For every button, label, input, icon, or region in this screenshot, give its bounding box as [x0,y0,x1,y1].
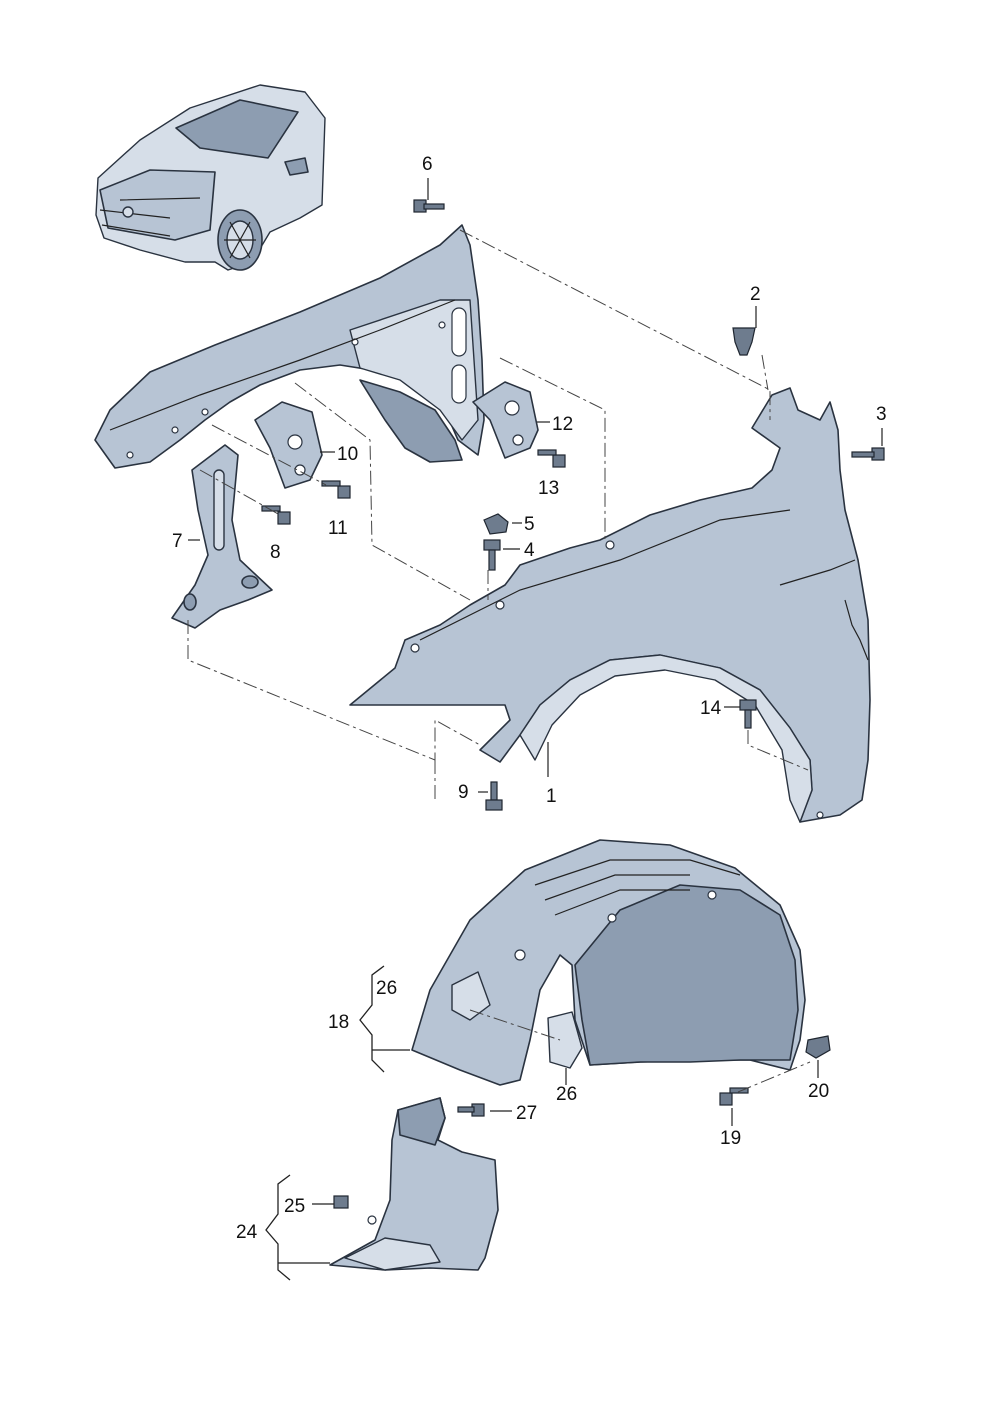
bolt-9 [485,781,503,811]
label-25: 25 [284,1196,305,1217]
bolt-14 [739,699,757,729]
label-4: 4 [524,540,535,561]
fasteners [261,199,885,1209]
bolt-8 [261,505,291,525]
bolt-4 [483,539,501,571]
bolt-13 [537,449,566,468]
screw-19 [719,1087,749,1106]
label-8: 8 [270,542,281,563]
group-brace-18 [359,965,410,1073]
label-12: 12 [552,414,573,435]
wheel-housing-side-member [94,224,485,469]
leader-lines [188,178,883,1205]
label-7: 7 [172,531,183,552]
front-fender [349,387,871,823]
clip-25 [333,1195,349,1209]
label-5: 5 [524,514,535,535]
alignment-lines [187,229,811,1093]
label-19: 19 [720,1128,741,1149]
bolt-6 [413,199,445,213]
label-1: 1 [546,786,557,807]
label-3: 3 [876,404,887,425]
label-2: 2 [750,284,761,305]
label-20: 20 [808,1081,829,1102]
bracket-12 [472,381,539,459]
label-27: 27 [516,1103,537,1124]
label-26-lower: 26 [556,1084,577,1105]
label-6: 6 [422,154,433,175]
label-11: 11 [328,518,348,539]
label-14: 14 [700,698,722,719]
label-24: 24 [236,1222,258,1243]
clip-2 [732,327,756,356]
nut-5 [483,513,509,535]
part-labels: 1 2 3 4 5 6 7 8 9 10 11 12 13 14 18 19 2… [172,154,887,1243]
label-9: 9 [458,782,469,803]
label-10: 10 [337,444,358,465]
support-bracket [171,444,273,629]
label-26-upper: 26 [376,978,397,999]
clip-20 [805,1035,831,1059]
screw-27 [457,1103,485,1117]
group-brace-24 [265,1174,330,1281]
wheel-housing-liner [411,839,806,1086]
bolt-11 [321,480,351,499]
car-overview-illustration [95,84,326,271]
bolt-3 [851,447,885,461]
lower-wheel-housing-liner [329,1097,499,1271]
label-13: 13 [538,478,559,499]
label-18: 18 [328,1012,349,1033]
bracket-10 [254,401,323,489]
